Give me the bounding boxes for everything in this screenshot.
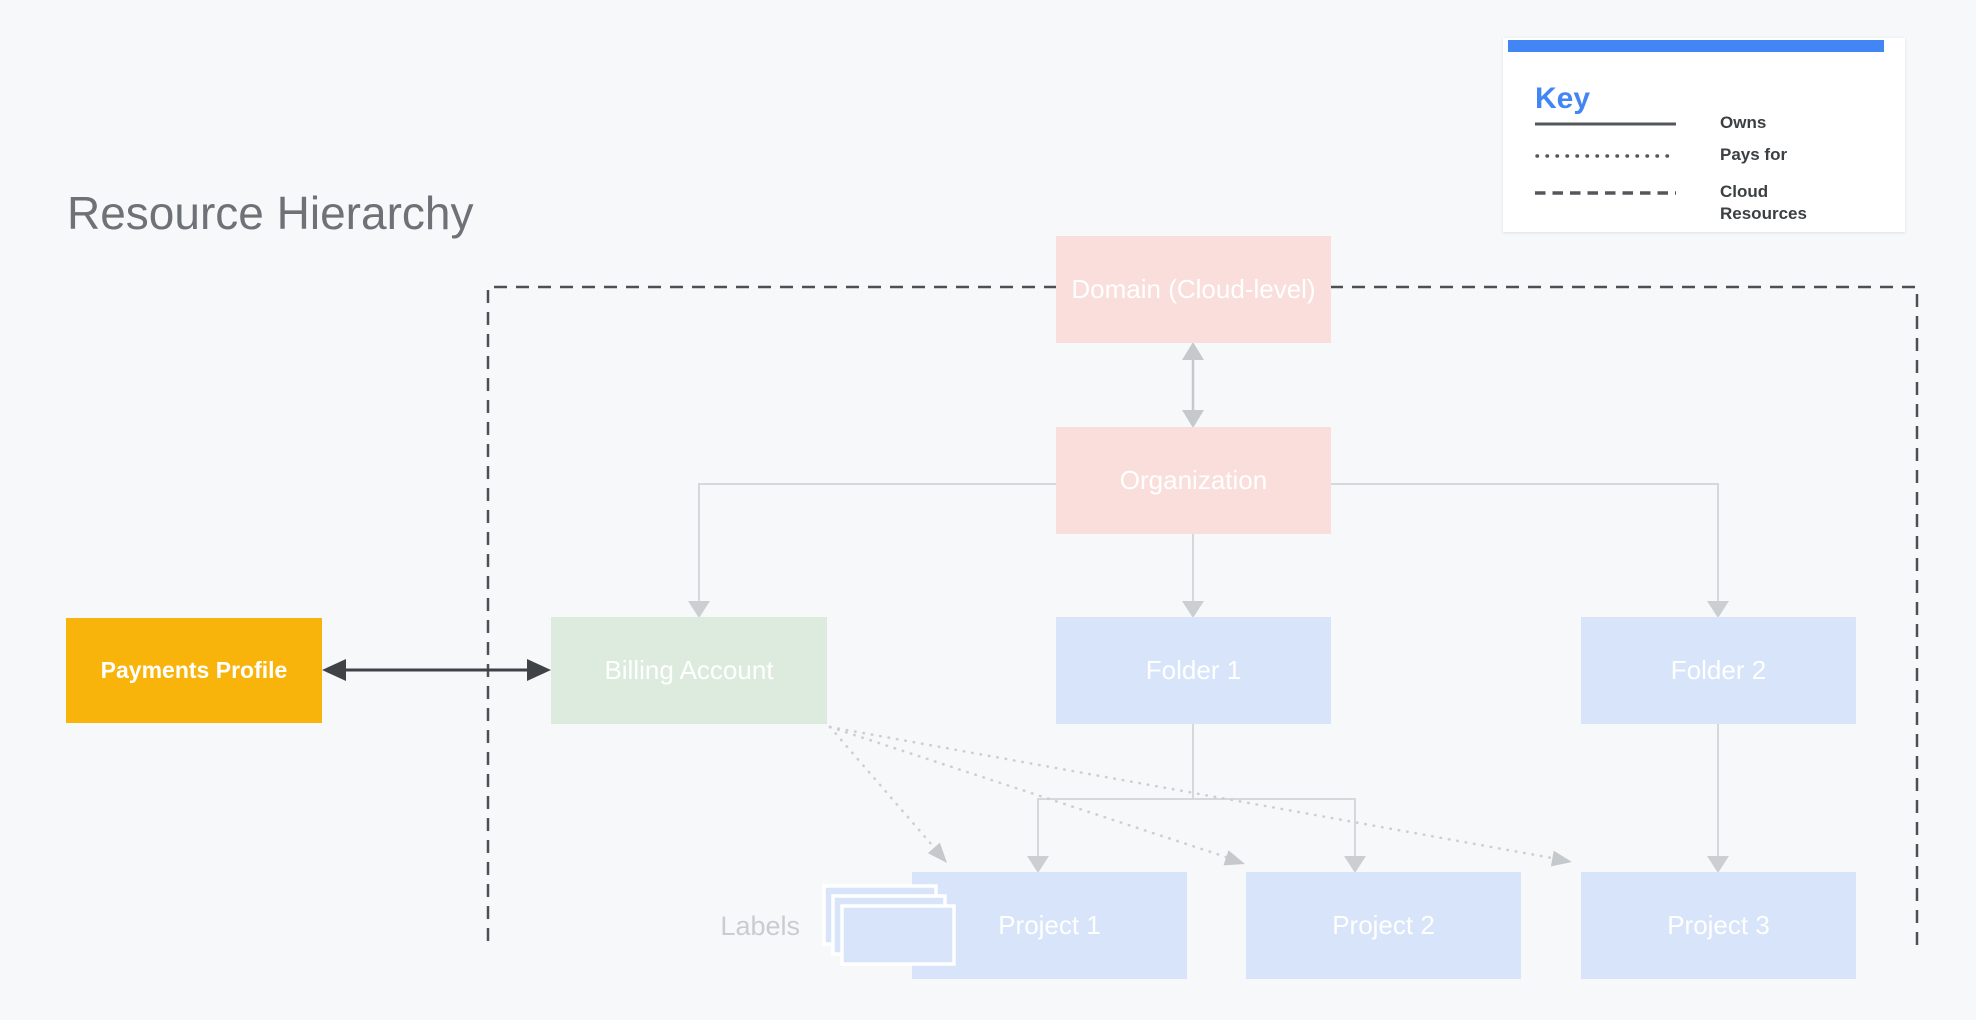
owns-tree-arrowheads [688, 601, 1729, 873]
project-2-label: Project 2 [1332, 910, 1435, 940]
pays-for-arrowheads [927, 842, 1572, 867]
key-label-cloud-resources: Cloud Resources [1720, 182, 1807, 224]
project-2-node: Project 2 [1246, 872, 1521, 979]
folder-2-label: Folder 2 [1670, 655, 1767, 685]
pays-for-line-swatch [1535, 154, 1676, 158]
page-title: Resource Hierarchy [67, 187, 474, 239]
key-title: Key [1535, 82, 1591, 115]
key-panel: Key Owns Pays for Cloud Resources [1503, 38, 1905, 232]
labels-stack-icon [822, 884, 958, 968]
payments-billing-arrow [322, 659, 551, 681]
folder-2-node: Folder 2 [1581, 617, 1856, 724]
folder-1-node: Folder 1 [1056, 617, 1331, 724]
domain-label: Domain (Cloud-level) [1071, 274, 1316, 304]
organization-node: Organization [1056, 427, 1331, 534]
organization-label: Organization [1119, 465, 1268, 495]
domain-node: Domain (Cloud-level) [1056, 236, 1331, 343]
project-1-node: Project 1 [912, 872, 1187, 979]
project-3-node: Project 3 [1581, 872, 1856, 979]
owns-tree-connectors [698, 483, 1719, 856]
key-label-pays-for: Pays for [1720, 145, 1788, 164]
cloud-resources-line-swatch [1535, 191, 1676, 195]
project-3-label: Project 3 [1667, 910, 1770, 940]
key-panel-accent-bar [1508, 40, 1884, 52]
labels-caption: Labels [720, 911, 800, 941]
owns-line-swatch [1535, 122, 1676, 126]
project-1-label: Project 1 [998, 910, 1101, 940]
billing-account-label: Billing Account [604, 655, 774, 685]
payments-profile-node: Payments Profile [66, 618, 322, 723]
domain-organization-arrow [1182, 342, 1204, 428]
payments-profile-label: Payments Profile [100, 657, 288, 683]
stacked-card [840, 904, 956, 966]
billing-account-node: Billing Account [551, 617, 827, 724]
key-label-owns: Owns [1720, 113, 1767, 132]
pays-for-dotted-lines [828, 725, 1554, 860]
folder-1-label: Folder 1 [1145, 655, 1242, 685]
